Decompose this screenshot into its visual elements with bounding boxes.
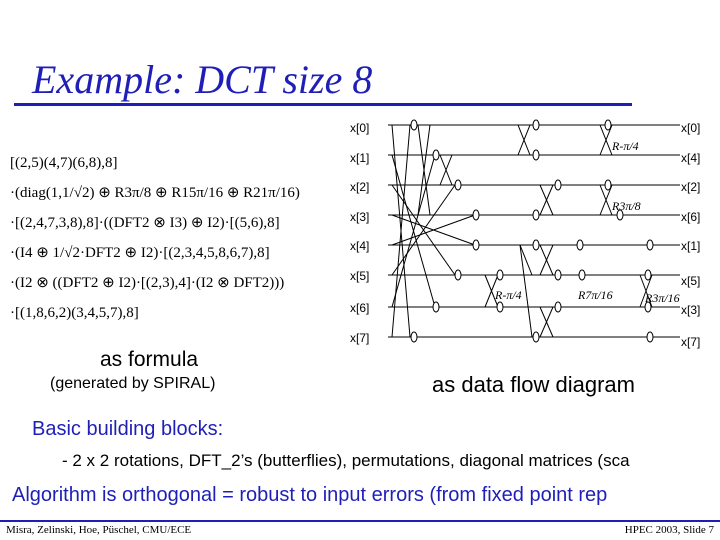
butterfly-wire <box>391 214 476 246</box>
butterfly-wire <box>519 244 533 276</box>
butterfly-wire <box>484 274 499 308</box>
output-label: x[4] <box>681 151 700 165</box>
butterfly-wire <box>391 184 456 276</box>
formula-line: ·[(2,4,7,3,8),8]·((DFT2 ⊗ I3) ⊕ I2)·[(5,… <box>10 215 280 231</box>
sum-node <box>472 239 480 251</box>
spiral-formula: [(2,5)(4,7)(6,8),8] ·(diag(1,1/√2) ⊕ R3π… <box>10 148 340 328</box>
butterfly-wire <box>599 184 613 216</box>
diagram-labels: x[0] x[1] x[2] x[3] x[4] x[5] x[6] x[7] … <box>350 121 700 349</box>
input-label: x[1] <box>350 151 369 165</box>
slide-title: Example: DCT size 8 <box>32 57 373 102</box>
diagram-caption: as data flow diagram <box>432 372 635 397</box>
butterfly-wire <box>539 184 554 216</box>
input-label: x[7] <box>350 331 369 345</box>
rotation-label: R3π/16 <box>644 291 680 305</box>
input-label: x[6] <box>350 301 369 315</box>
sum-node <box>644 269 652 281</box>
butterfly-wire <box>417 124 431 216</box>
butterfly-wire <box>391 154 436 308</box>
sum-node <box>410 119 418 131</box>
formula-subcaption: (generated by SPIRAL) <box>50 375 216 392</box>
input-label: x[5] <box>350 269 369 283</box>
formula-caption: as formula <box>100 348 199 371</box>
sum-node <box>644 301 652 313</box>
sum-node <box>646 239 654 251</box>
output-label: x[7] <box>681 335 700 349</box>
sum-node <box>554 179 562 191</box>
output-label: x[6] <box>681 210 700 224</box>
footer-slide-number: HPEC 2003, Slide 7 <box>624 524 714 536</box>
sum-node <box>646 331 654 343</box>
formula-line: ·(I4 ⊕ 1/√2·DFT2 ⊕ I2)·[(2,3,4,5,8,6,7),… <box>10 245 270 261</box>
output-label: x[3] <box>681 303 700 317</box>
sum-node <box>532 239 540 251</box>
formula-line: ·(I2 ⊗ ((DFT2 ⊕ I2)·[(2,3),4]·(I2 ⊗ DFT2… <box>10 275 285 291</box>
footer-authors: Misra, Zelinski, Hoe, Püschel, CMU/ECE <box>6 524 192 536</box>
sum-node <box>554 269 562 281</box>
sum-node <box>604 179 612 191</box>
sum-node <box>432 301 440 313</box>
butterfly-wire <box>517 124 531 156</box>
butterfly-wire <box>519 244 533 338</box>
formula-line: ·(diag(1,1/√2) ⊕ R3π/8 ⊕ R15π/16 ⊕ R21π/… <box>10 185 300 201</box>
input-label: x[3] <box>350 210 369 224</box>
butterfly-wire <box>539 244 554 276</box>
rotation-label: R3π/8 <box>611 199 641 213</box>
butterfly-wire <box>391 124 411 338</box>
rotation-label: R-π/4 <box>494 288 522 302</box>
butterfly-wire <box>639 274 653 308</box>
output-label: x[5] <box>681 274 700 288</box>
sum-node <box>576 239 584 251</box>
formula-line: ·[(1,8,6,2)(3,4,5,7),8] <box>10 305 139 321</box>
sum-node <box>532 119 540 131</box>
sum-node <box>410 331 418 343</box>
orthogonal-note: Algorithm is orthogonal = robust to inpu… <box>12 484 608 506</box>
sum-node <box>496 301 504 313</box>
basic-blocks-detail: - 2 x 2 rotations, DFT_2’s (butterflies)… <box>62 451 630 470</box>
sum-node <box>472 209 480 221</box>
sum-node <box>554 301 562 313</box>
sum-node <box>532 149 540 161</box>
input-label: x[4] <box>350 239 369 253</box>
output-label: x[1] <box>681 239 700 253</box>
basic-blocks-heading: Basic building blocks: <box>32 418 224 440</box>
input-label: x[2] <box>350 180 369 194</box>
output-label: x[0] <box>681 121 700 135</box>
sum-node <box>578 269 586 281</box>
sum-node <box>604 119 612 131</box>
sum-node <box>454 179 462 191</box>
title-underline <box>14 103 632 106</box>
output-label: x[2] <box>681 180 700 194</box>
rotation-label: R7π/16 <box>577 288 613 302</box>
input-label: x[0] <box>350 121 369 135</box>
butterfly-wire <box>439 154 453 186</box>
sum-node <box>532 209 540 221</box>
sum-node <box>616 209 624 221</box>
formula-line: [(2,5)(4,7)(6,8),8] <box>10 155 118 171</box>
sum-node <box>432 149 440 161</box>
sum-node <box>496 269 504 281</box>
butterfly-wire <box>539 306 554 338</box>
butterfly-wire <box>599 124 613 156</box>
diagram-nodes <box>410 119 654 343</box>
sum-node <box>532 331 540 343</box>
rotation-label: R-π/4 <box>611 139 639 153</box>
sum-node <box>454 269 462 281</box>
footer-rule <box>0 520 720 522</box>
